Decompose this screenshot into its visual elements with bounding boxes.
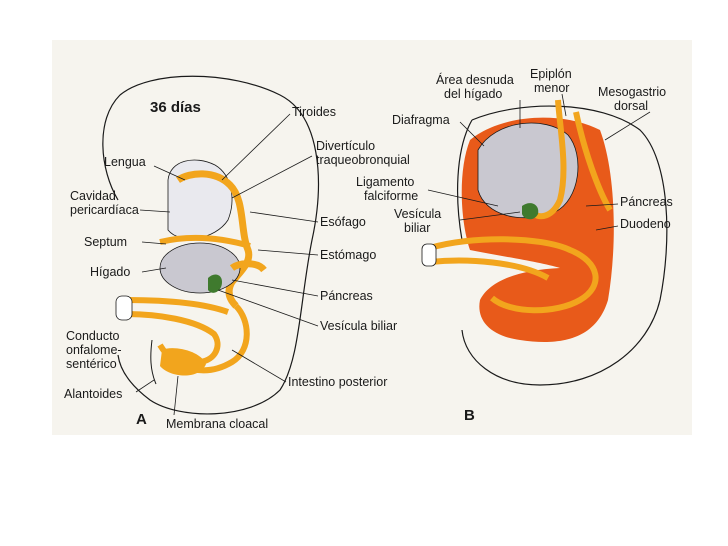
diagram-title: 36 días (150, 99, 201, 116)
panel-a-leaders (135, 113, 319, 416)
label-meso-1: Mesogastrio (598, 85, 666, 99)
liver-b (477, 122, 579, 219)
label-ligamento-1: Ligamento (356, 175, 414, 189)
label-pancreas-b: Páncreas (620, 195, 673, 209)
panel-a-drawing (102, 75, 319, 415)
label-vesicula-b-2: biliar (404, 221, 430, 235)
gut-loop-b (429, 236, 599, 314)
label-esofago: Esófago (320, 215, 366, 229)
vitelline-duct-b (421, 243, 437, 267)
label-estomago: Estómago (320, 248, 376, 262)
label-membrana: Membrana cloacal (166, 417, 268, 431)
panel-b-letter: B (464, 407, 475, 424)
label-higado: Hígado (90, 265, 130, 279)
allantois (150, 339, 157, 385)
label-tiroides: Tiroides (292, 105, 336, 119)
embryo-b-outline (457, 105, 668, 386)
label-cavidad-1: Cavidad (70, 189, 116, 203)
label-conducto-2: onfalome- (66, 343, 122, 357)
label-diverticulo-1: Divertículo (316, 139, 375, 153)
label-intestino: Intestino posterior (288, 375, 387, 389)
vitelline-duct (115, 295, 133, 321)
label-diverticulo-2: traqueobronquial (316, 153, 410, 167)
label-epiplon-1: Epiplón (530, 67, 572, 81)
label-cavidad-2: pericardíaca (70, 203, 139, 217)
embryo-a-outline (102, 75, 319, 415)
label-diafragma: Diafragma (392, 113, 450, 127)
label-vesicula-a: Vesícula biliar (320, 319, 397, 333)
label-conducto-3: sentérico (66, 357, 117, 371)
label-septum: Septum (84, 235, 127, 249)
label-duodeno: Duodeno (620, 217, 671, 231)
label-pancreas-a: Páncreas (320, 289, 373, 303)
label-area-1: Área desnuda (436, 72, 514, 87)
label-area-2: del hígado (444, 87, 502, 101)
stomach-a (229, 260, 267, 273)
label-epiplon-2: menor (534, 81, 569, 95)
panel-b-leaders (427, 93, 651, 231)
gallbladder-a (208, 274, 222, 293)
panel-a-letter: A (136, 411, 147, 428)
label-meso-2: dorsal (614, 99, 648, 113)
label-lengua: Lengua (104, 155, 146, 169)
label-alantoides: Alantoides (64, 387, 122, 401)
label-vesicula-b-1: Vesícula (394, 207, 441, 221)
panel-b-drawing (421, 99, 668, 386)
liver-a (159, 242, 241, 294)
cloaca (160, 348, 206, 376)
label-ligamento-2: falciforme (364, 189, 418, 203)
foregut-tube (176, 170, 253, 309)
foregut-b (532, 99, 613, 220)
gallbladder-b (522, 203, 539, 220)
septum-band (159, 234, 251, 249)
label-conducto-1: Conducto (66, 329, 120, 343)
